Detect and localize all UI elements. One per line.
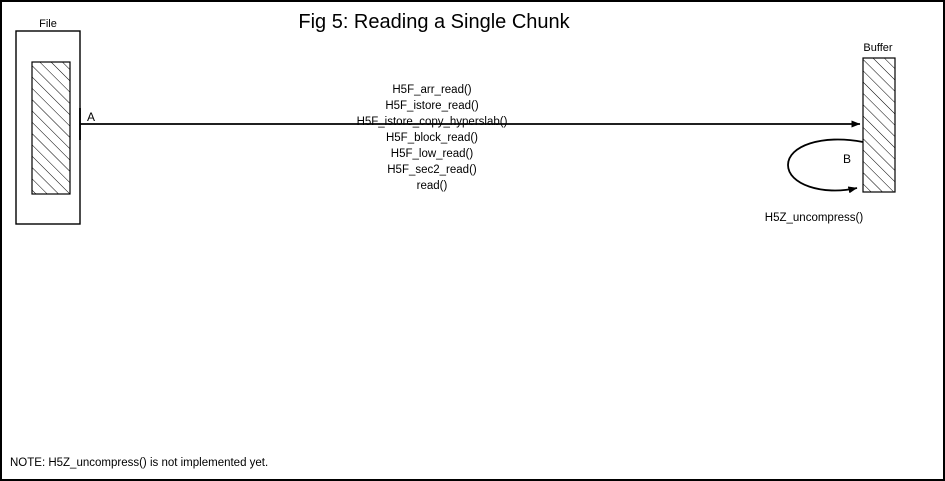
call-label-2: H5F_istore_copy_hyperslab() [357,116,508,128]
buffer-box-label: Buffer [863,42,892,54]
call-label-0: H5F_arr_read() [392,84,471,96]
loop-point-label-b: B [843,152,851,166]
call-label-3: H5F_block_read() [386,132,478,144]
call-label-6: read() [417,180,448,192]
footer-note: NOTE: H5Z_uncompress() is not implemente… [10,457,268,469]
call-label-5: H5F_sec2_read() [387,164,477,176]
call-label-4: H5F_low_read() [391,148,474,160]
buffer-box-hatched [862,57,896,193]
uncompress-loop-arrow [787,138,864,194]
call-label-1: H5F_istore_read() [385,100,478,112]
page-title: Fig 5: Reading a Single Chunk [298,11,570,33]
uncompress-loop-label: H5Z_uncompress() [765,212,864,224]
file-box-label: File [39,18,57,30]
transfer-point-label-a: A [87,110,95,124]
file-chunk-hatched [31,61,71,195]
